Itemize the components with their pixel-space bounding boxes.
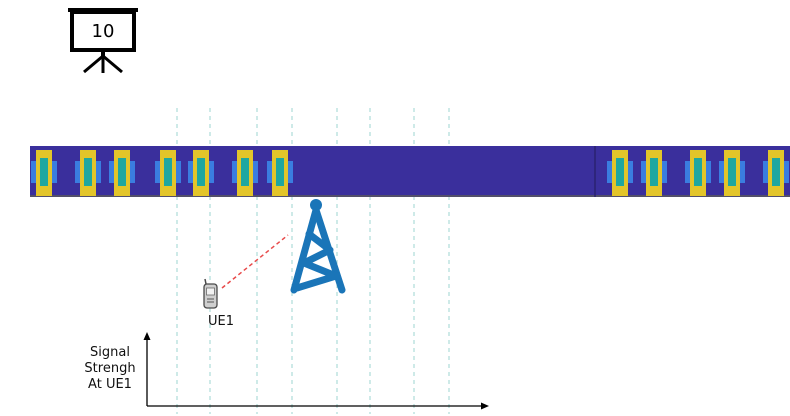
slide-number: 10 [91, 21, 115, 42]
y-axis-label-line-3: At UE1 [88, 377, 132, 392]
y-axis-label-line-2: Strengh [84, 361, 136, 376]
mobile-phone-icon [203, 278, 218, 309]
resource-block [641, 150, 667, 196]
resource-block [109, 150, 135, 196]
resource-block [685, 150, 711, 196]
cell-tower-icon [290, 199, 346, 294]
signal-link-line [221, 234, 289, 289]
resource-block [607, 150, 633, 196]
resource-block [719, 150, 745, 196]
resource-block [75, 150, 101, 196]
resource-block [232, 150, 258, 196]
resource-block [763, 150, 789, 196]
y-axis-label: Signal Strengh At UE1 [84, 345, 136, 393]
signal-axes [143, 332, 489, 410]
resource-block [31, 150, 57, 196]
projector-screen-icon [68, 8, 138, 74]
device-label: UE1 [208, 314, 234, 329]
resource-strip [30, 146, 790, 197]
resource-block [155, 150, 181, 196]
resource-block [267, 150, 293, 196]
resource-blocks [31, 150, 789, 196]
y-axis-label-line-1: Signal [90, 345, 130, 360]
resource-block [188, 150, 214, 196]
